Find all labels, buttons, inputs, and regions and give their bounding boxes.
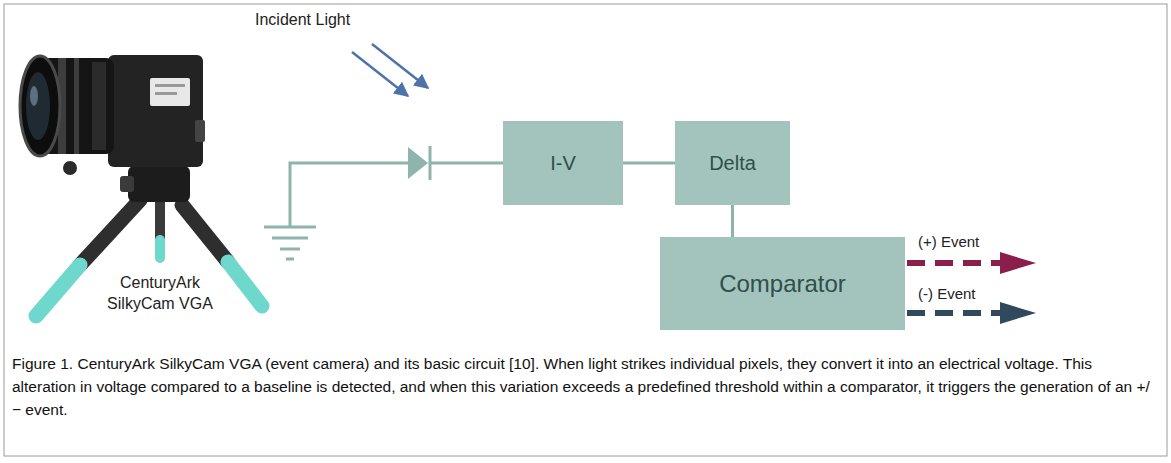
box-label: Delta	[709, 152, 756, 175]
signal-wire	[731, 205, 734, 237]
event-label: (-) Event	[918, 284, 976, 304]
figure-caption: Figure 1. CenturyArk SilkyCam VGA (event…	[12, 352, 1160, 421]
signal-wire	[623, 162, 675, 165]
process-box: Delta	[675, 121, 790, 205]
event-arrows	[907, 252, 1036, 324]
box-label: Comparator	[719, 270, 846, 298]
light-label: Incident Light	[255, 9, 350, 30]
camera-illustration	[20, 55, 262, 316]
device-name: CenturyArk SilkyCam VGA	[98, 272, 222, 314]
diode-symbol	[408, 146, 430, 180]
ground-symbol	[264, 227, 316, 259]
incident-light-arrows	[352, 44, 428, 96]
process-box: I-V	[503, 121, 623, 205]
event-label: (+) Event	[918, 232, 979, 252]
box-label: I-V	[550, 152, 576, 175]
circuit-wires	[290, 163, 503, 226]
process-box: Comparator	[660, 237, 905, 330]
figure-frame	[4, 4, 1167, 456]
